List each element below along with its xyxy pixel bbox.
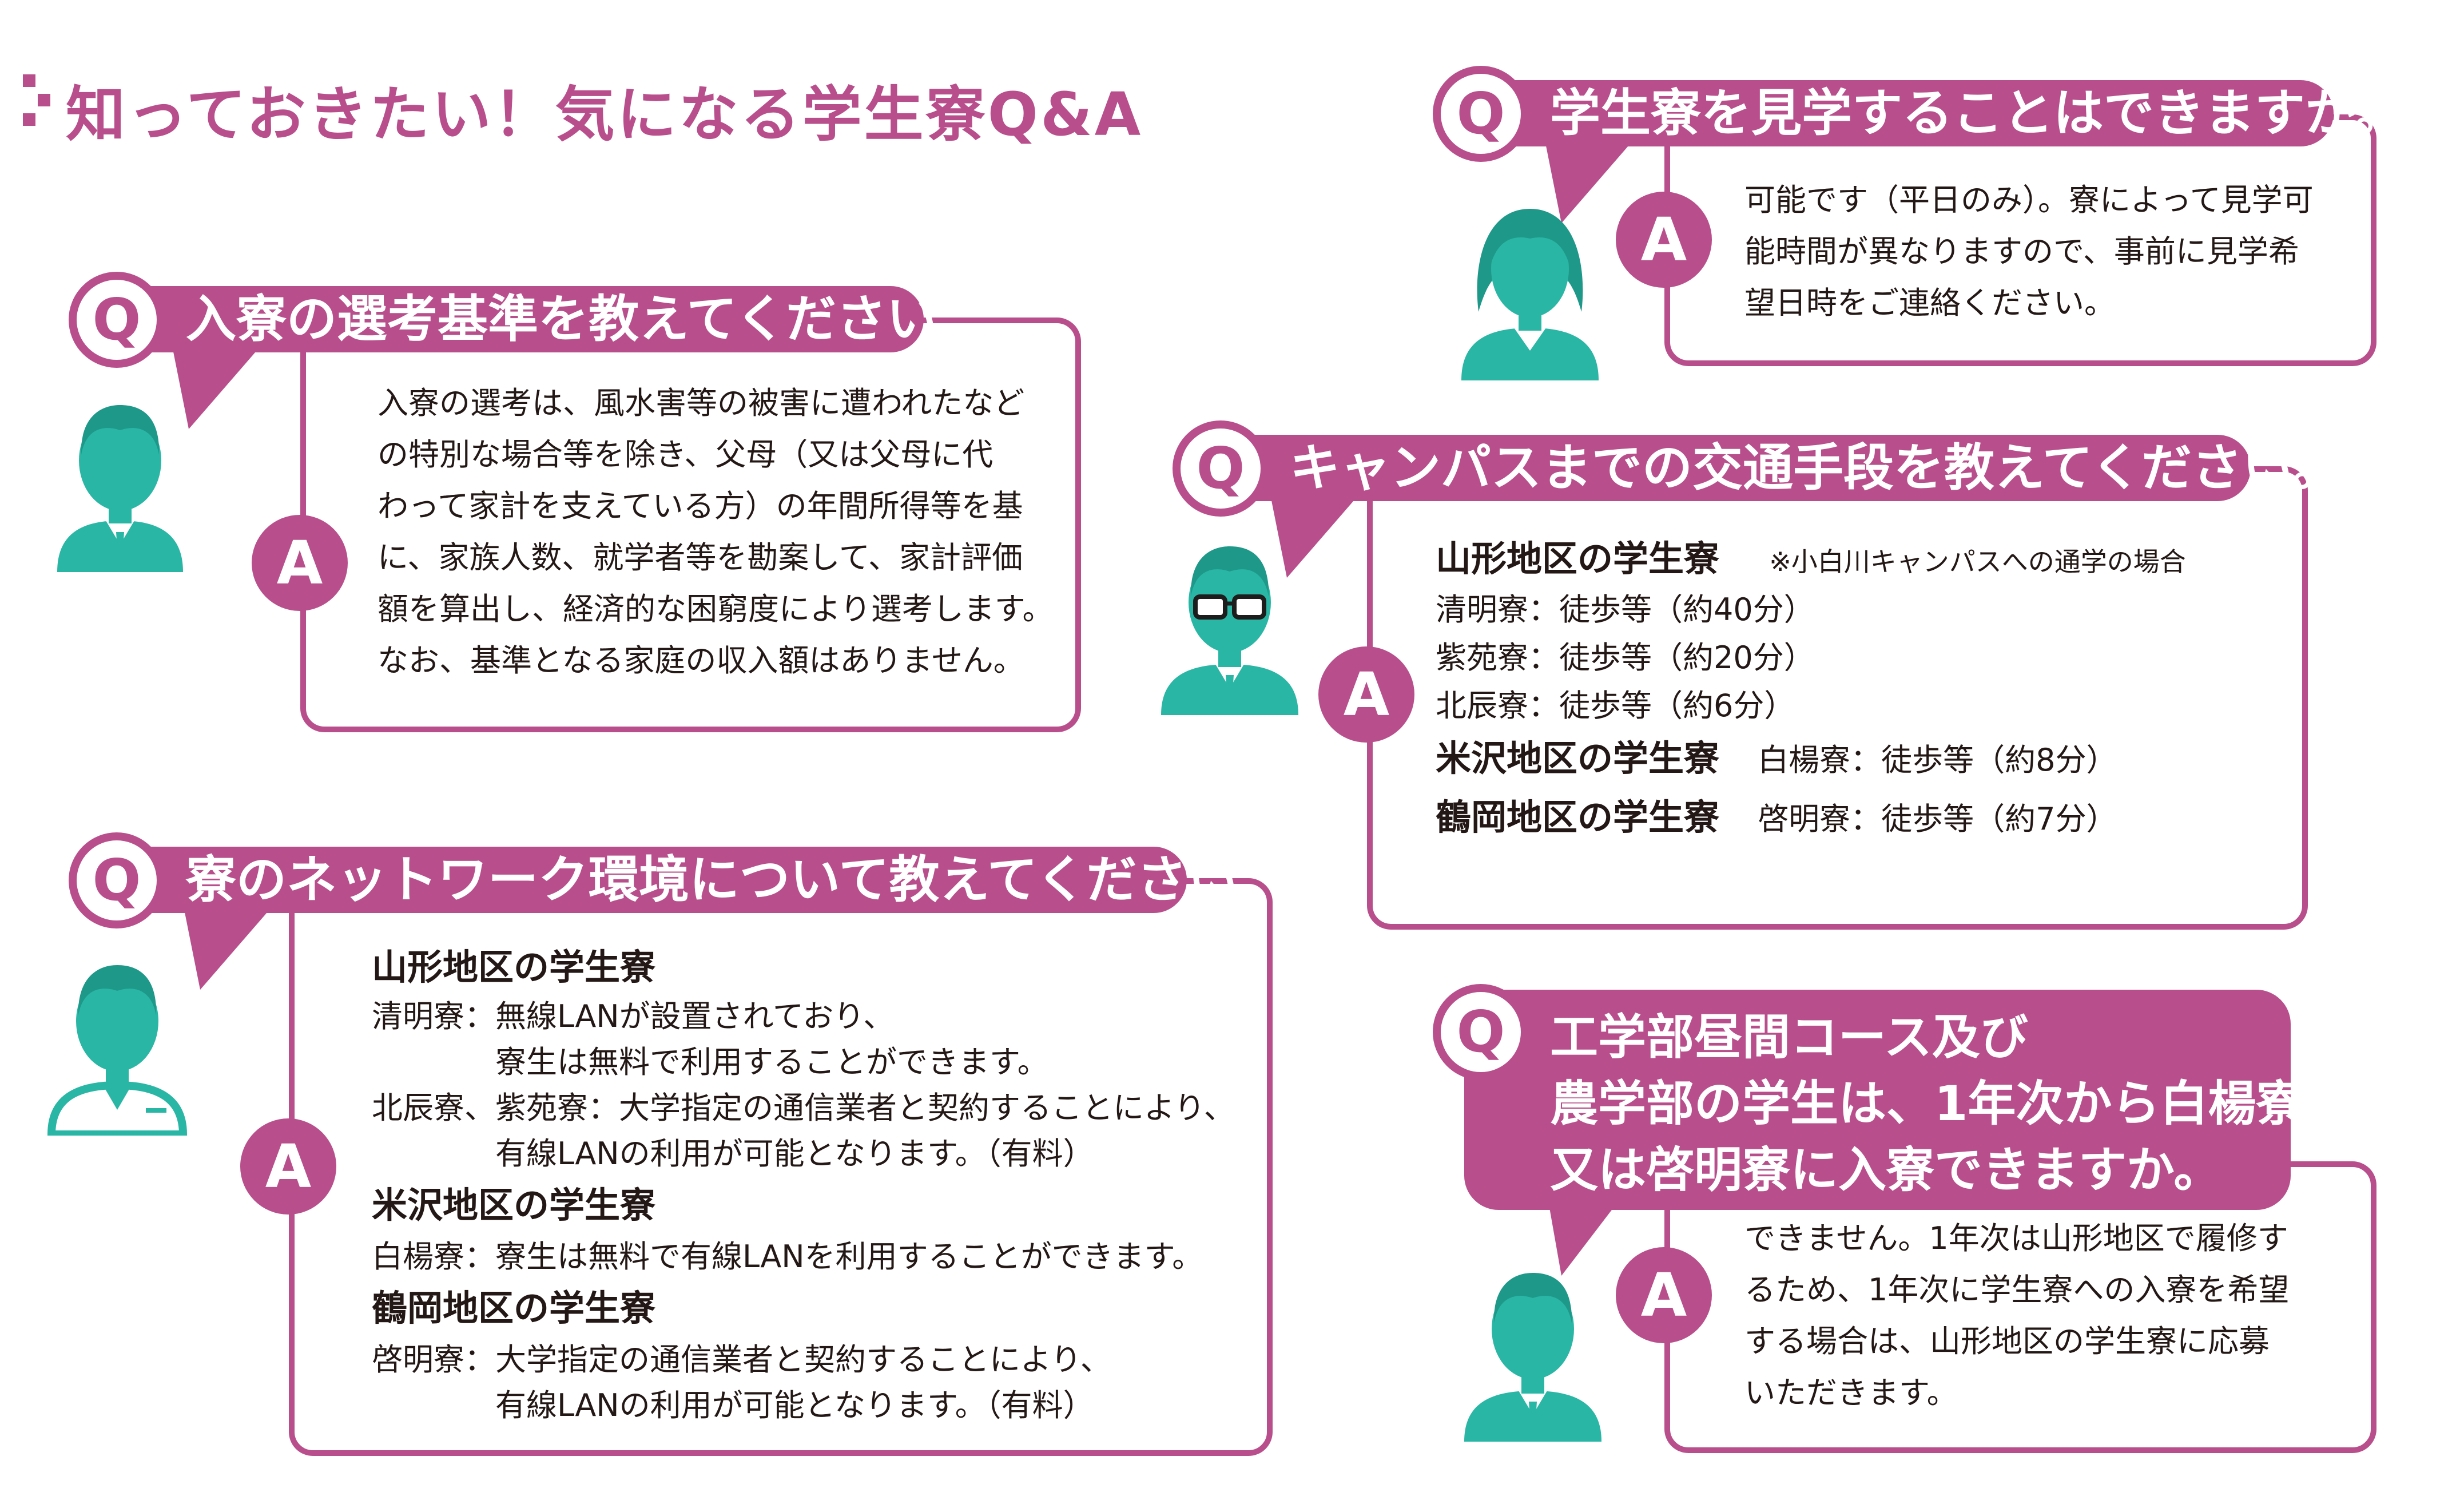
speech-tail [183, 904, 275, 990]
man-avatar-icon [1464, 1273, 1601, 1442]
answer-line: 可能です（平日のみ）。寮によって見学可 [1744, 182, 2314, 218]
question-pill-network: 寮のネットワーク環境について教えてください。 [100, 847, 1287, 913]
answer-line: 額を算出し、経済的な困窮度により選考します。 [377, 591, 1054, 627]
question-text: 学生寮を見学することはできますか。 [1550, 84, 2405, 142]
man-avatar-icon [57, 405, 183, 572]
answer-line: できません。1年次は山形地区で履修す [1744, 1220, 2288, 1256]
yonezawa-heading: 米沢地区の学生寮 [372, 1184, 656, 1226]
question-pill-transport: キャンパスまでの交通手段を教えてください。 [1204, 435, 2343, 501]
tsuruoka-row: 鶴岡地区の学生寮 啓明寮：徒歩等（約7分） [1436, 789, 2186, 848]
question-line: 工学部昼間コース及び [1550, 1009, 2028, 1065]
yamagata-heading: 山形地区の学生寮 [372, 946, 656, 988]
seimei-row-cont: 寮生は無料で利用することができます。 [495, 1044, 1048, 1080]
answer-text-selection: 入寮の選考は、風水害等の被害に遭われたなど の特別な場合等を除き、父母（又は父母… [377, 378, 1054, 686]
answer-text-network: 山形地区の学生寮 清明寮：無線LANが設置されており、 寮生は無料で利用すること… [372, 941, 1235, 1428]
q-badge: Q [1433, 984, 1529, 1080]
speech-tail [172, 343, 263, 429]
tsuruoka-heading: 鶴岡地区の学生寮 [372, 1287, 656, 1329]
speech-tail [1270, 492, 1361, 578]
seimei-row: 清明寮：無線LANが設置されており、 [372, 994, 1235, 1039]
q-badge: Q [69, 832, 165, 928]
a-badge: A [1318, 646, 1414, 743]
answer-line: 望日時をご連絡ください。 [1744, 285, 2115, 321]
question-box-first-year [1464, 990, 2291, 1210]
q-badge: Q [1173, 420, 1269, 517]
yamagata-note: ※小白川キャンパスへの通学の場合 [1769, 546, 2186, 577]
a-badge: A [1616, 192, 1712, 288]
question-line: 又は啓明寮に入寮できますか。 [1550, 1142, 2222, 1198]
question-pill-selection: 入寮の選考基準を教えてください。 [100, 286, 987, 352]
yamagata-heading: 山形地区の学生寮 [1436, 538, 1720, 580]
yamagata-row: 山形地区の学生寮 ※小白川キャンパスへの通学の場合 [1436, 535, 2186, 586]
answer-line: に、家族人数、就学者等を勘案して、家計評価 [377, 539, 1023, 576]
man-with-glasses-avatar-icon [1161, 546, 1298, 715]
keimei-row-cont: 有線LANの利用が可能となります。（有料） [495, 1387, 1094, 1423]
shion-row: 紫苑寮：徒歩等（約20分） [1436, 640, 1815, 676]
yonezawa-row: 米沢地区の学生寮 白楊寮：徒歩等（約8分） [1436, 730, 2186, 789]
hokushin-row-cont: 有線LANの利用が可能となります。（有料） [495, 1136, 1094, 1172]
answer-line: わって家計を支えている方）の年間所得等を基 [377, 488, 1023, 524]
answer-line: 能時間が異なりますので、事前に見学希 [1744, 233, 2299, 269]
question-text: 寮のネットワーク環境について教えてください。 [186, 850, 1288, 909]
title-bracket-icon [23, 74, 50, 126]
hakuyo-row: 白楊寮：寮生は無料で有線LANを利用することができます。 [372, 1239, 1203, 1275]
answer-line: 入寮の選考は、風水害等の被害に遭われたなど [377, 385, 1025, 421]
seimei-text: 無線LANが設置されており、 [495, 998, 895, 1034]
seimei-row: 清明寮：徒歩等（約40分） [1436, 592, 1815, 628]
answer-line: する場合は、山形地区の学生寮に応募 [1744, 1323, 2270, 1359]
seimei-label: 清明寮： [372, 998, 495, 1034]
tsuruoka-detail: 啓明寮：徒歩等（約7分） [1758, 801, 2117, 837]
answer-box-visit [1664, 114, 2376, 366]
q-badge: Q [1433, 66, 1529, 162]
yonezawa-detail: 白楊寮：徒歩等（約8分） [1758, 742, 2117, 778]
q-badge: Q [69, 272, 165, 368]
answer-line: いただきます。 [1744, 1375, 1958, 1411]
hokushin-row: 北辰寮、紫苑寮：大学指定の通信業者と契約することにより、 [372, 1085, 1235, 1131]
a-badge: A [240, 1118, 336, 1215]
keimei-row: 啓明寮：大学指定の通信業者と契約することにより、 [372, 1337, 1235, 1383]
question-text: 入寮の選考基準を教えてください。 [186, 289, 987, 348]
answer-text-transport: 山形地区の学生寮 ※小白川キャンパスへの通学の場合 清明寮：徒歩等（約40分） … [1436, 535, 2186, 848]
hokushin-text: 大学指定の通信業者と契約することにより、 [619, 1090, 1235, 1126]
a-badge: A [252, 515, 348, 611]
answer-line: なお、基準となる家庭の収入額はありません。 [377, 642, 1024, 678]
answer-box-first-year [1664, 1161, 2376, 1453]
woman-avatar-icon [1461, 209, 1599, 380]
question-line: 農学部の学生は、1年次から白楊寮 [1550, 1076, 2304, 1132]
keimei-text: 大学指定の通信業者と契約することにより、 [495, 1342, 1111, 1378]
hokushin-row: 北辰寮：徒歩等（約6分） [1436, 688, 1795, 724]
a-badge: A [1616, 1247, 1712, 1343]
question-text: キャンパスまでの交通手段を教えてください。 [1290, 438, 2343, 497]
answer-line: るため、1年次に学生寮への入寮を希望 [1744, 1272, 2290, 1308]
speech-tail [1544, 137, 1636, 223]
hokushin-label: 北辰寮、紫苑寮： [372, 1090, 619, 1126]
tsuruoka-heading: 鶴岡地区の学生寮 [1436, 796, 1720, 838]
answer-text-first-year: できません。1年次は山形地区で履修す るため、1年次に学生寮への入寮を希望 する… [1744, 1213, 2289, 1419]
answer-box-network [289, 878, 1273, 1456]
yonezawa-heading: 米沢地区の学生寮 [1436, 737, 1720, 779]
question-pill-visit: 学生寮を見学することはできますか。 [1464, 80, 2405, 146]
question-text-multiline: 工学部昼間コース及び 農学部の学生は、1年次から白楊寮 又は啓明寮に入寮できます… [1550, 1004, 2304, 1203]
keimei-label: 啓明寮： [372, 1342, 495, 1378]
answer-line: の特別な場合等を除き、父母（又は父母に代 [377, 436, 993, 473]
answer-text-visit: 可能です（平日のみ）。寮によって見学可 能時間が異なりますので、事前に見学希 望… [1744, 174, 2314, 329]
page-title: 知っておきたい！気になる学生寮Q&A [66, 80, 1143, 149]
man-avatar-icon [47, 965, 188, 1136]
